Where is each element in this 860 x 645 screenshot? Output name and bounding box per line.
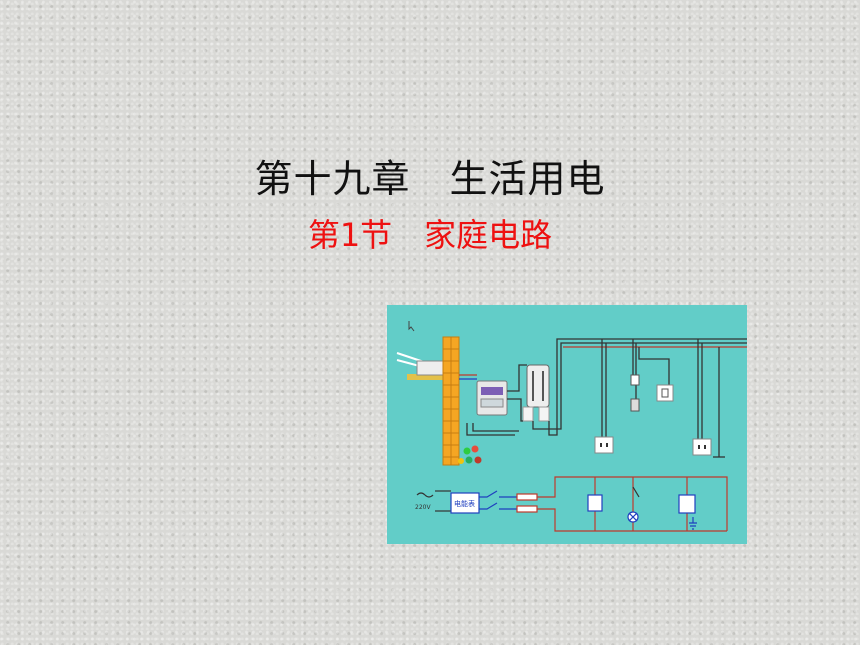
- main-switch: [526, 364, 550, 408]
- upper-wiring: [459, 338, 747, 458]
- electric-meter: [476, 380, 508, 416]
- meter-label: 电能表: [454, 499, 475, 508]
- section-title: 第1节 家庭电路: [307, 216, 553, 254]
- distribution-panel: [442, 336, 460, 466]
- cursor-icon: [408, 321, 415, 332]
- incoming-wires: [396, 352, 447, 380]
- household-circuit-figure: 220V 电能表: [387, 305, 747, 544]
- socket-icons: [594, 436, 712, 456]
- circuit-schematic: [416, 476, 728, 532]
- voltage-label: 220V: [415, 504, 431, 511]
- fuse-boxes: [522, 406, 550, 422]
- indicator-lights: [458, 445, 482, 464]
- wall-switch-icon: [656, 384, 674, 402]
- household-circuit-svg: 220V 电能表: [396, 321, 747, 532]
- lamp-icon: [630, 374, 640, 412]
- chapter-title: 第十九章 生活用电: [254, 157, 606, 201]
